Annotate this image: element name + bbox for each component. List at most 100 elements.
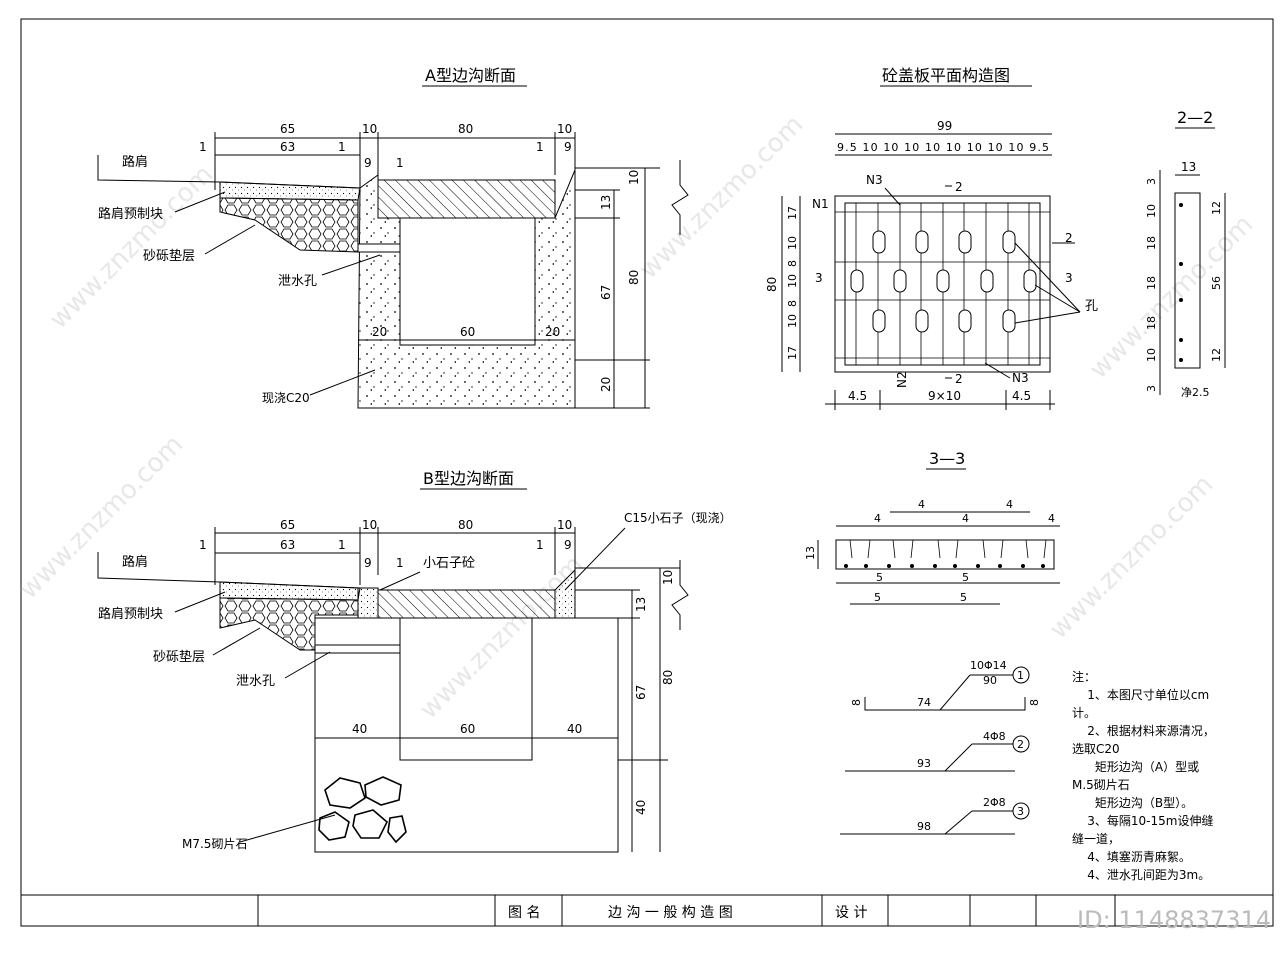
b-type-title: B型边沟断面 [423, 469, 514, 488]
plan-holes [850, 230, 1037, 333]
svg-text:砼盖板平面构造图: 砼盖板平面构造图 [882, 66, 1010, 85]
sec22-slab [1174, 192, 1201, 369]
svg-text:67: 67 [599, 285, 613, 300]
b-shoulder-block [219, 581, 361, 601]
svg-text:N3: N3 [866, 173, 883, 187]
a-gravel [219, 197, 359, 253]
svg-text:60: 60 [460, 325, 475, 339]
svg-text:1: 1 [338, 140, 346, 154]
svg-text:4: 4 [1048, 512, 1055, 525]
svg-text:1: 1 [199, 140, 207, 154]
svg-text:2Φ8: 2Φ8 [983, 796, 1006, 809]
svg-text:www.znzmo.com: www.znzmo.com [14, 430, 189, 605]
svg-text:3: 3 [815, 271, 823, 285]
svg-text:40: 40 [634, 800, 648, 815]
svg-text:4: 4 [874, 512, 881, 525]
svg-text:17: 17 [786, 206, 799, 220]
plan-rebar-grid [835, 203, 1050, 365]
note-line: 4、泄水孔间距为3m。 [1072, 868, 1211, 882]
note-line: 矩形边沟（B型）。 [1072, 796, 1194, 810]
note-line: 选取C20 [1072, 742, 1120, 756]
svg-text:路肩: 路肩 [122, 554, 148, 570]
svg-text:孔: 孔 [1085, 299, 1098, 314]
svg-text:65: 65 [280, 122, 295, 136]
title-block: 图 名 边 沟 一 般 构 造 图 设 计 [257, 895, 1116, 926]
svg-text:现浇C20: 现浇C20 [262, 391, 310, 405]
svg-text:泄水孔: 泄水孔 [278, 274, 317, 289]
svg-text:10: 10 [1145, 204, 1158, 218]
svg-text:净2.5: 净2.5 [1181, 385, 1210, 399]
svg-text:80: 80 [627, 270, 641, 285]
svg-text:20: 20 [372, 325, 387, 339]
svg-text:10: 10 [1145, 348, 1158, 362]
svg-text:1: 1 [536, 140, 544, 154]
svg-text:4.5: 4.5 [848, 389, 867, 403]
note-line: 2、根据材料来源清况， [1072, 724, 1215, 738]
svg-text:3—3: 3—3 [929, 449, 965, 468]
svg-text:80: 80 [458, 122, 473, 136]
svg-text:3: 3 [1145, 178, 1158, 185]
svg-text:9: 9 [364, 556, 372, 570]
sheet-border [20, 18, 1274, 927]
svg-text:5: 5 [962, 571, 969, 584]
notes-title: 注： [1072, 670, 1097, 684]
svg-text:C15小石子（现浇）: C15小石子（现浇） [624, 511, 732, 525]
sec33-slab [835, 539, 1055, 570]
svg-text:10: 10 [362, 122, 377, 136]
svg-text:9×10: 9×10 [928, 389, 961, 403]
watermark-id: ID: 1148837314 [1077, 906, 1271, 934]
title-block-drawing-name: 边 沟 一 般 构 造 图 [608, 905, 733, 921]
svg-text:1: 1 [338, 538, 346, 552]
note-line: 4、填塞沥青麻絮。 [1072, 850, 1191, 864]
svg-text:8: 8 [1028, 699, 1041, 706]
svg-text:www.znzmo.com: www.znzmo.com [1044, 470, 1219, 645]
svg-text:2—2: 2—2 [1177, 108, 1213, 127]
svg-text:63: 63 [280, 140, 295, 154]
svg-text:90: 90 [983, 674, 997, 687]
svg-text:63: 63 [280, 538, 295, 552]
svg-text:1: 1 [396, 156, 404, 170]
svg-text:2: 2 [955, 180, 963, 194]
svg-text:17: 17 [786, 346, 799, 360]
svg-text:10: 10 [786, 236, 799, 250]
svg-text:99: 99 [937, 119, 952, 133]
svg-text:4: 4 [1006, 498, 1013, 511]
note-line: 缝一道， [1072, 832, 1121, 846]
svg-text:10: 10 [557, 122, 572, 136]
b-type-section: B型边沟断面 65 63 10 80 10 1 1 9 1 1 9 路肩 C15… [97, 469, 732, 853]
svg-text:60: 60 [460, 722, 475, 736]
svg-text:18: 18 [1145, 236, 1158, 250]
title-block-design-label: 设 计 [835, 905, 867, 921]
svg-text:www.znzmo.com: www.znzmo.com [634, 110, 809, 285]
svg-text:9.5 10 10 10 10 10 10 10 10 9.: 9.5 10 10 10 10 10 10 10 10 9.5 [837, 141, 1049, 154]
svg-text:12: 12 [1210, 348, 1223, 362]
svg-text:路肩预制块: 路肩预制块 [98, 606, 163, 622]
svg-text:67: 67 [634, 685, 648, 700]
note-line: M.5砌片石 [1072, 778, 1130, 792]
svg-text:www.znzmo.com: www.znzmo.com [1084, 210, 1259, 385]
svg-text:3: 3 [1017, 805, 1024, 818]
svg-text:1: 1 [536, 538, 544, 552]
svg-text:1: 1 [199, 538, 207, 552]
svg-text:1: 1 [1017, 669, 1024, 682]
svg-text:10: 10 [786, 314, 799, 328]
svg-text:65: 65 [280, 518, 295, 532]
svg-text:1: 1 [396, 556, 404, 570]
a-type-title: A型边沟断面 [425, 66, 516, 85]
a-cover-slab [377, 179, 556, 219]
svg-text:9: 9 [364, 156, 372, 170]
plan-slab-outline [834, 195, 1051, 373]
svg-text:2: 2 [1017, 738, 1024, 751]
svg-text:10: 10 [362, 518, 377, 532]
section-2-2: 2—2 13 3 10 18 18 18 10 3 12 56 12 净2.5 [1145, 108, 1226, 399]
svg-text:56: 56 [1210, 276, 1223, 290]
svg-text:20: 20 [599, 377, 613, 392]
svg-text:N2: N2 [895, 371, 909, 388]
svg-text:80: 80 [458, 518, 473, 532]
svg-text:小石子砼: 小石子砼 [423, 556, 475, 571]
svg-text:3: 3 [1145, 385, 1158, 392]
svg-text:泄水孔: 泄水孔 [236, 674, 275, 689]
svg-text:4: 4 [962, 512, 969, 525]
note-line: 3、每隔10-15m设伸缝 [1072, 814, 1214, 828]
svg-text:10: 10 [627, 170, 641, 185]
